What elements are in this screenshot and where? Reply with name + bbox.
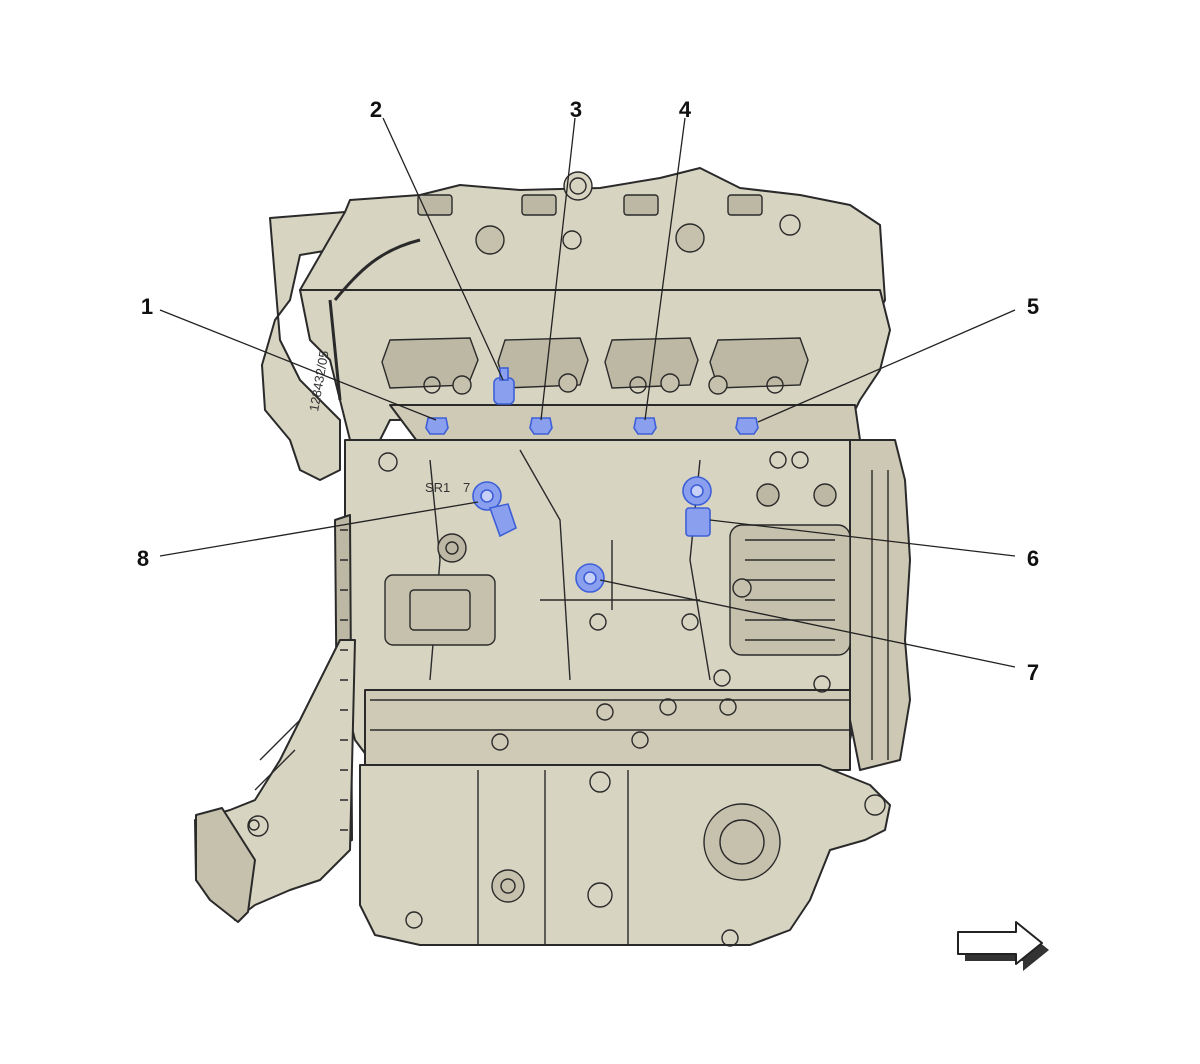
callout-4: 4: [679, 97, 692, 122]
callout-2: 2: [370, 97, 382, 122]
callout-7: 7: [1027, 660, 1039, 685]
callout-1: 1: [141, 294, 153, 319]
sensor-7: [575, 563, 605, 593]
leader-line-2: [382, 117, 504, 381]
leader-line-6: [709, 519, 1016, 557]
highlighted-components: [425, 367, 759, 593]
knock-sensor-8: [472, 481, 517, 538]
sr1-label: SR1: [425, 480, 450, 495]
callout-8: 8: [137, 546, 149, 571]
injector-2: [529, 417, 553, 435]
knock-sensor-6: [682, 476, 712, 537]
injector-4: [735, 417, 759, 435]
injector-3: [633, 417, 657, 435]
callout-5: 5: [1027, 294, 1039, 319]
right-arrow-icon: [957, 921, 1049, 971]
leader-line-4: [644, 117, 686, 421]
callout-3: 3: [570, 97, 582, 122]
callout-numbers: 1 2 3 4 5 6 7 8: [137, 97, 1039, 685]
leader-lines: [159, 117, 1016, 668]
engine-part-number: 128432/05: [306, 349, 331, 412]
leader-line-8: [159, 501, 479, 557]
engine-details: [247, 171, 889, 947]
leader-line-3: [540, 117, 576, 421]
leader-line-7: [599, 579, 1016, 668]
leader-line-5: [757, 309, 1016, 423]
leader-line-1: [159, 309, 437, 421]
callout-6: 6: [1027, 546, 1039, 571]
sr1-number: 7: [463, 480, 470, 495]
injector-1: [425, 417, 449, 435]
